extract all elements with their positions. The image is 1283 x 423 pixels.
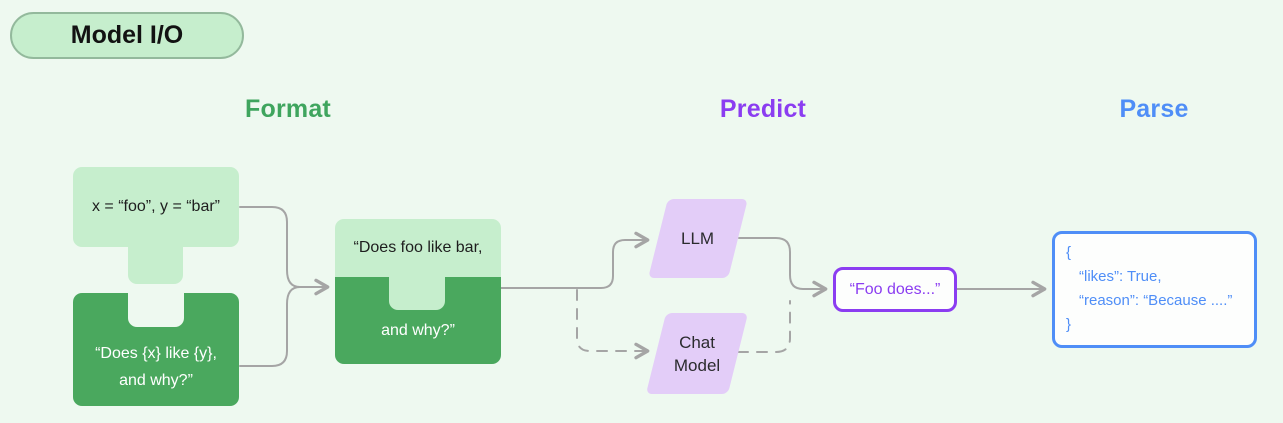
template-piece-line2: and why?”	[119, 372, 193, 389]
parse-code-line2: “likes”: True,	[1079, 268, 1162, 285]
model-output-text: “Foo does...”	[849, 280, 941, 298]
heading-predict: Predict	[719, 95, 807, 123]
template-piece-text: “Does {x} like {y}, and why?”	[73, 340, 239, 394]
chat-model-line1: Chat	[679, 332, 715, 352]
connector-prompt-to-chat-dashed	[576, 289, 650, 360]
parsed-output-box: { “likes”: True, “reason”: “Because ....…	[1052, 231, 1257, 348]
formatted-prompt-tab	[389, 277, 445, 310]
template-piece: “Does {x} like {y}, and why?”	[73, 293, 239, 406]
parse-code-line4: }	[1066, 316, 1072, 333]
variables-piece: x = “foo”, y = “bar”	[73, 167, 239, 247]
variables-piece-text: x = “foo”, y = “bar”	[91, 198, 221, 215]
connector-variables-out	[239, 206, 301, 288]
formatted-prompt-bottom: and why?”	[335, 277, 501, 364]
connector-llm-to-output	[738, 237, 828, 298]
variables-piece-tab	[128, 246, 183, 284]
parse-code-line1: {	[1066, 244, 1072, 261]
heading-format: Format	[245, 95, 331, 123]
formatted-prompt-line2: and why?”	[381, 322, 455, 339]
connector-prompt-to-llm	[500, 231, 650, 289]
chat-model-line2: Model	[673, 355, 721, 375]
heading-parse: Parse	[1119, 95, 1189, 123]
model-io-badge: Model I/O	[10, 12, 244, 59]
template-piece-line1: “Does {x} like {y},	[95, 345, 217, 362]
parse-code-line3: “reason”: “Because ....”	[1079, 292, 1233, 309]
formatted-prompt-top: “Does foo like bar,	[335, 219, 501, 277]
model-io-badge-label: Model I/O	[70, 21, 184, 49]
template-piece-notch	[128, 293, 184, 327]
formatted-prompt-piece: “Does foo like bar, and why?”	[335, 219, 501, 364]
model-output-box: “Foo does...”	[833, 267, 957, 312]
llm-node-label: LLM	[681, 229, 715, 248]
chat-model-node-label: Chat Model	[674, 331, 720, 377]
connector-chat-to-output-dashed	[737, 300, 791, 353]
formatted-prompt-line1: “Does foo like bar,	[353, 239, 483, 256]
connector-template-out	[239, 286, 301, 367]
